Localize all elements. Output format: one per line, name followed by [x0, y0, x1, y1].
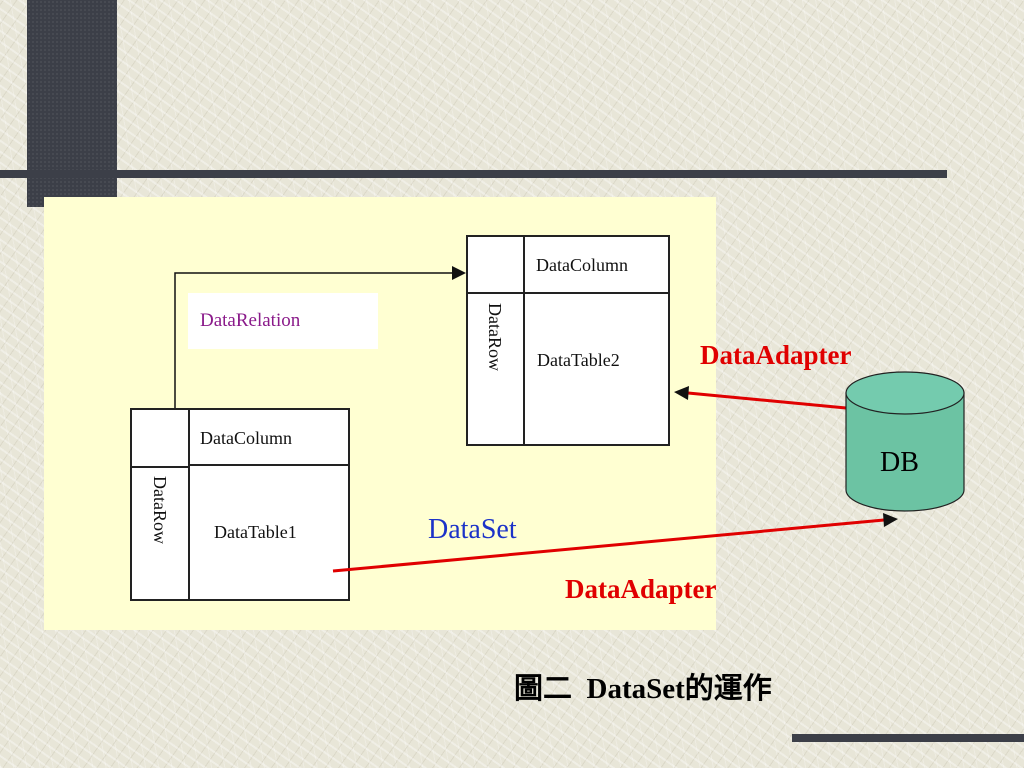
adapter-top-label: DataAdapter — [700, 340, 852, 370]
decorative-top-rule — [0, 170, 947, 178]
table2-column-label: DataColumn — [536, 255, 628, 275]
table1-column-label: DataColumn — [200, 428, 292, 448]
decorative-bottom-rule — [792, 734, 1024, 742]
data-table-1 — [130, 408, 350, 601]
database-cylinder — [845, 371, 965, 512]
table2-row-label: DataRow — [485, 303, 505, 371]
table1-name-label: DataTable1 — [214, 522, 297, 542]
adapter-bottom-arrowhead — [883, 513, 898, 527]
adapter-bottom-label: DataAdapter — [565, 574, 717, 604]
adapter-bottom-arrow-line — [332, 518, 885, 573]
relation-arrowhead — [452, 266, 466, 280]
relation-connector-line — [174, 272, 456, 408]
adapter-top-arrowhead — [674, 386, 689, 400]
figure-caption: 圖二 DataSet的運作 — [514, 673, 772, 705]
table2-name-label: DataTable2 — [537, 350, 620, 370]
database-label: DB — [880, 447, 919, 478]
data-relation-label: DataRelation — [200, 310, 301, 331]
data-table-2 — [466, 235, 670, 446]
dataset-label: DataSet — [428, 514, 517, 545]
adapter-top-arrow-line — [687, 391, 847, 410]
table1-row-label: DataRow — [150, 476, 170, 544]
data-relation-box — [188, 293, 378, 349]
